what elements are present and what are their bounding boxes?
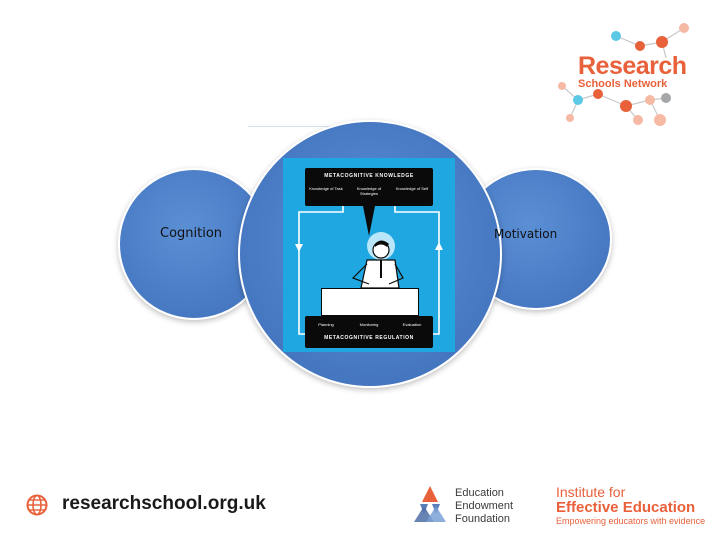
site-url-link[interactable]: researchschool.org.uk (62, 493, 266, 514)
metacognitive-knowledge-heading: METACOGNITIVE KNOWLEDGE (324, 173, 414, 179)
network-dot (656, 36, 668, 48)
network-dot (661, 93, 671, 103)
metacognitive-regulation-box: Planning Monitoring Evaluation METACOGNI… (305, 316, 433, 348)
network-dot (593, 89, 603, 99)
globe-icon (26, 494, 48, 516)
rsn-logo-line2: Schools Network (578, 78, 668, 90)
eef-line: Foundation (455, 513, 511, 525)
metacognitive-regulation-heading: METACOGNITIVE REGULATION (324, 335, 414, 341)
network-dot (633, 115, 643, 125)
network-dot (645, 95, 655, 105)
regulation-item: Monitoring (359, 322, 379, 327)
desk (321, 288, 419, 316)
knowledge-item: Knowledge of Self (395, 186, 429, 191)
eef-logo-text: Education Endowment Foundation (455, 487, 513, 526)
motivation-label: Motivation (494, 227, 558, 241)
network-dot (566, 114, 574, 122)
metacognition-diagram: METACOGNITIVE KNOWLEDGE Knowledge of Tas… (283, 158, 455, 352)
metacognitive-knowledge-box: METACOGNITIVE KNOWLEDGE Knowledge of Tas… (305, 168, 433, 206)
knowledge-item: Knowledge of Task (309, 186, 343, 191)
cognition-label: Cognition (160, 226, 223, 241)
network-dot (573, 95, 583, 105)
network-dot (620, 100, 632, 112)
rsn-network-graphic (558, 23, 689, 126)
student-figure-icon (351, 240, 404, 289)
network-dot (654, 114, 666, 126)
eef-logo-icon (414, 486, 446, 522)
regulation-item: Planning (318, 322, 334, 327)
eef-line: Education (455, 487, 504, 499)
regulation-item: Evaluation (402, 322, 422, 327)
network-dot (635, 41, 645, 51)
network-dot (611, 31, 621, 41)
eef-line: Endowment (455, 500, 514, 512)
network-dot (558, 82, 566, 90)
rsn-logo-line1: Research (578, 52, 687, 80)
network-dot (679, 23, 689, 33)
ife-line2: Effective Education (556, 499, 696, 516)
knowledge-item: Knowledge of Strategies (356, 186, 382, 196)
ife-line1: Institute for (556, 484, 626, 500)
ife-tagline: Empowering educators with evidence (556, 516, 706, 526)
accent-line-h (248, 126, 362, 127)
